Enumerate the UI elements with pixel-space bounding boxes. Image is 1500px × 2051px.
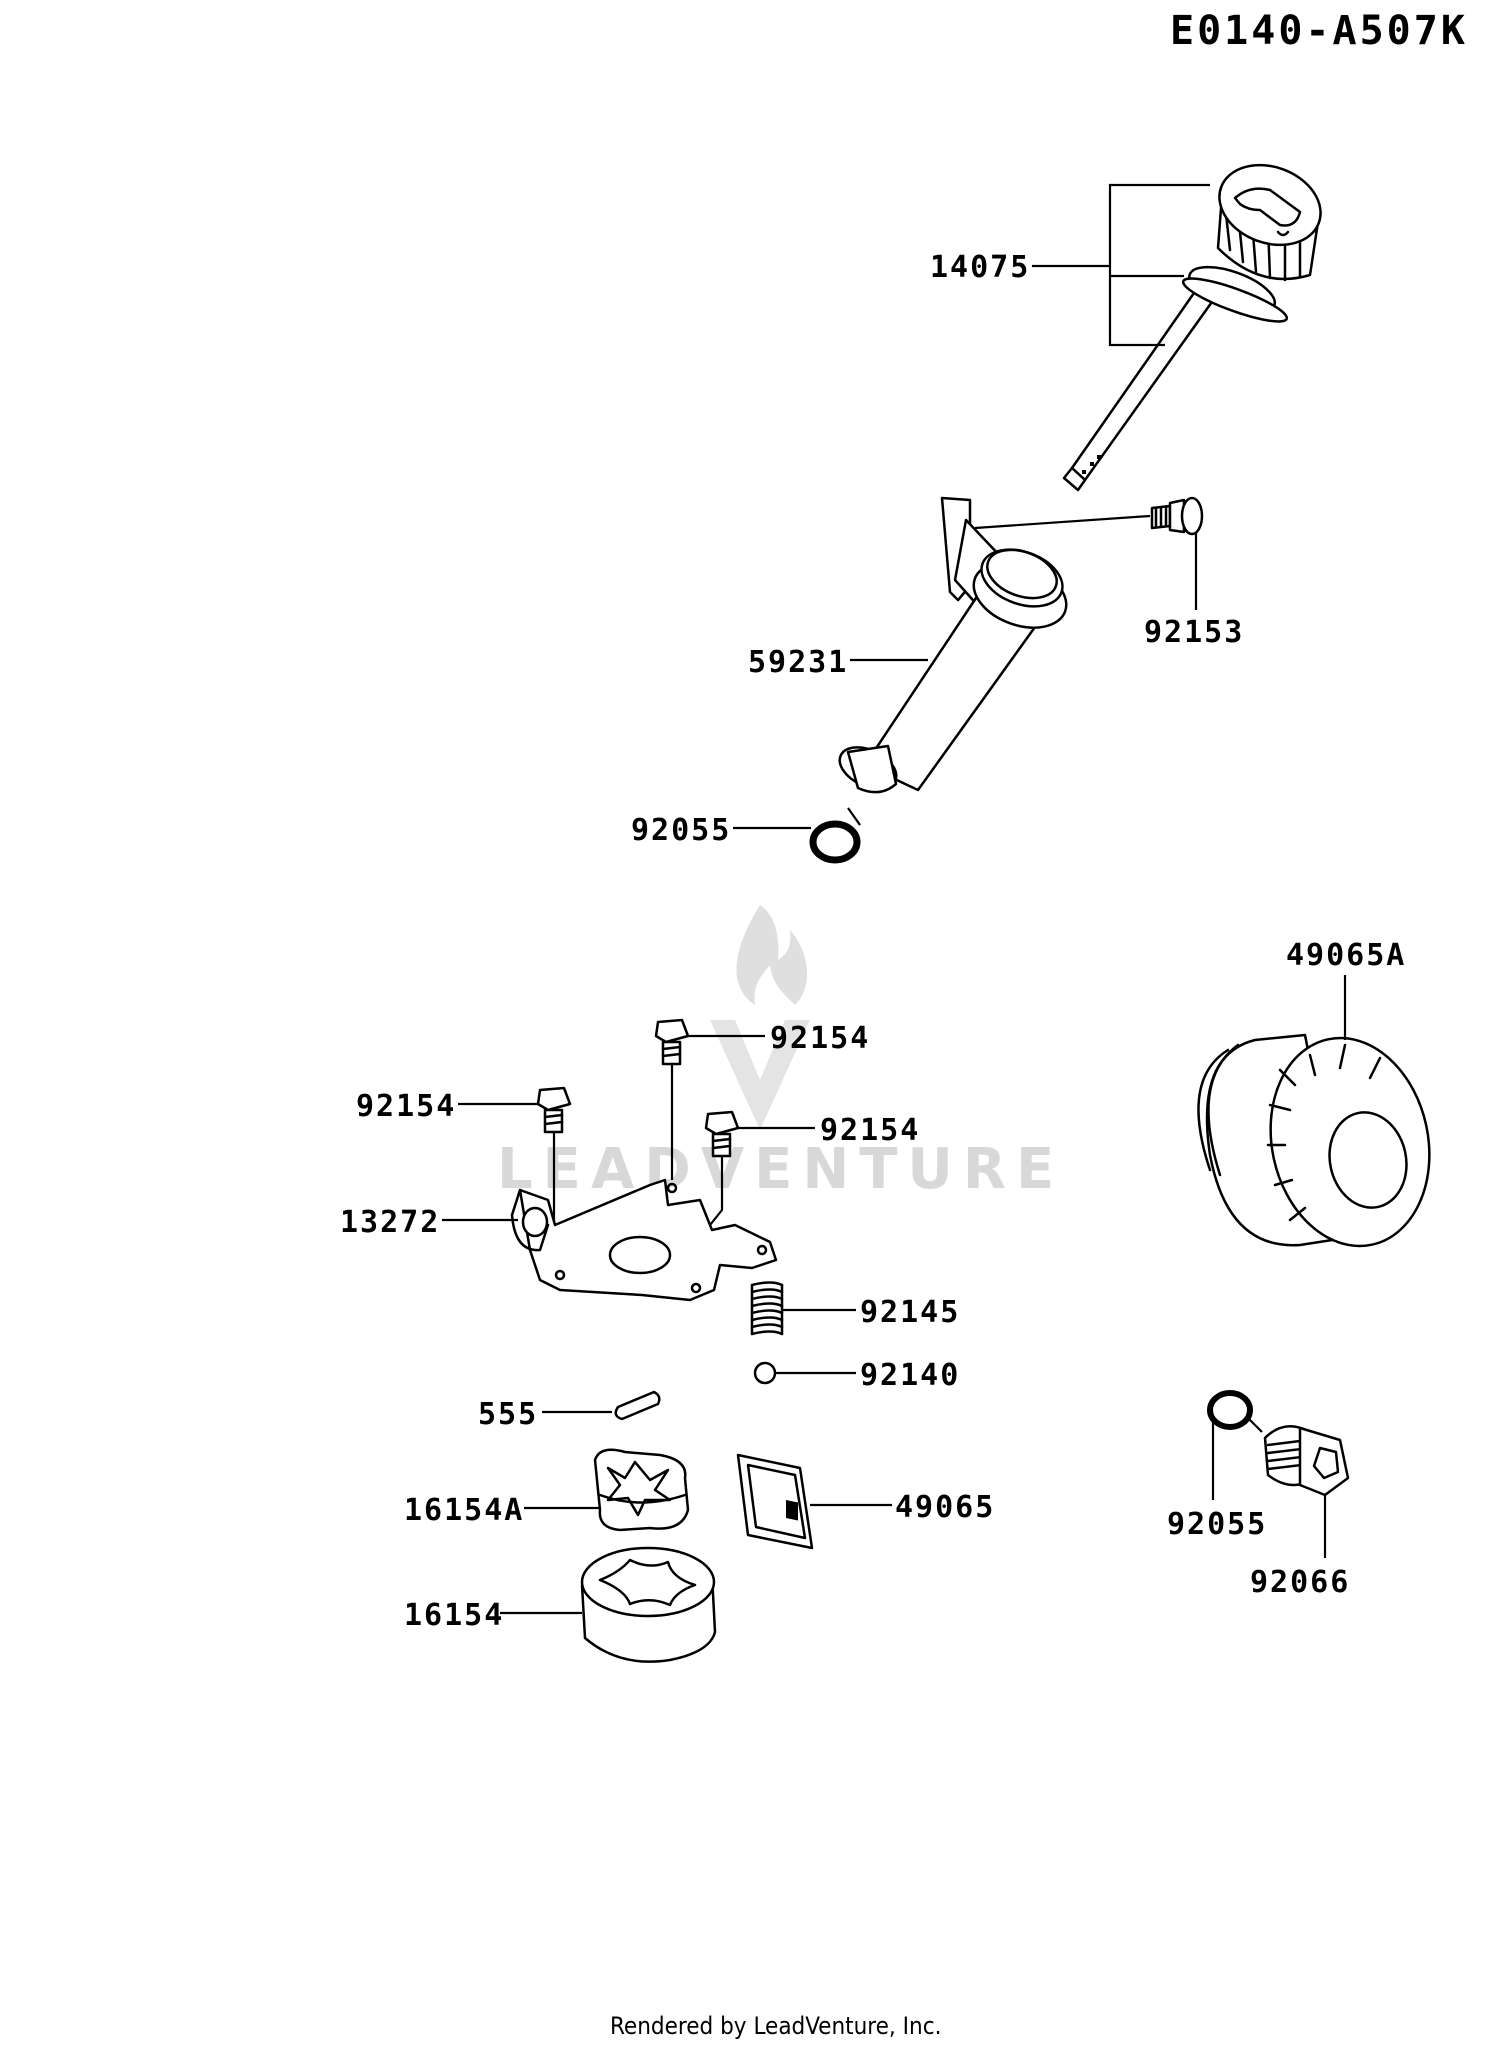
inner-rotor-16154A[interactable] [593,1448,690,1532]
label-555[interactable]: 555 [478,1397,538,1432]
drain-plug-92066[interactable] [1263,1425,1350,1497]
o-ring-92055-bottom[interactable] [1207,1390,1253,1430]
bolt-92153[interactable] [1150,496,1204,536]
cover-plate-13272[interactable] [510,1178,778,1302]
label-16154[interactable]: 16154 [404,1598,504,1633]
label-16154A[interactable]: 16154A [404,1493,524,1528]
dipstick-14075[interactable] [1062,152,1332,492]
label-49065[interactable]: 49065 [895,1490,995,1525]
label-92145[interactable]: 92145 [860,1295,960,1330]
pin-555[interactable] [614,1390,661,1421]
label-92066[interactable]: 92066 [1250,1565,1350,1600]
o-ring-92055-top[interactable] [809,820,861,864]
label-92154-left[interactable]: 92154 [356,1089,456,1124]
label-49065A[interactable]: 49065A [1286,938,1406,973]
footer-credit: Rendered by LeadVenture, Inc. [610,2012,941,2040]
spring-92145[interactable] [750,1281,784,1336]
label-92154-top[interactable]: 92154 [770,1021,870,1056]
leadventure-watermark-logo: LEADVENTURE [497,905,1064,1202]
bolt-92154-left[interactable] [536,1086,572,1134]
label-92055-top[interactable]: 92055 [631,813,731,848]
outer-rotor-16154[interactable] [580,1546,717,1663]
label-59231[interactable]: 59231 [748,645,848,680]
label-92154-right[interactable]: 92154 [820,1113,920,1148]
ball-92140[interactable] [753,1361,777,1385]
label-92153[interactable]: 92153 [1144,615,1244,650]
label-92140[interactable]: 92140 [860,1358,960,1393]
oil-filter-49065A[interactable] [1197,1023,1448,1261]
oil-screen-49065[interactable] [736,1453,814,1550]
diagram-code: E0140-A507K [1170,8,1468,54]
watermark-text: LEADVENTURE [497,1137,1064,1202]
bolt-92154-top[interactable] [654,1018,690,1066]
label-14075[interactable]: 14075 [930,250,1030,285]
label-13272[interactable]: 13272 [340,1205,440,1240]
label-92055-bottom[interactable]: 92055 [1167,1507,1267,1542]
bolt-92154-right[interactable] [704,1110,740,1158]
dipstick-tube-59231[interactable] [833,496,1075,797]
